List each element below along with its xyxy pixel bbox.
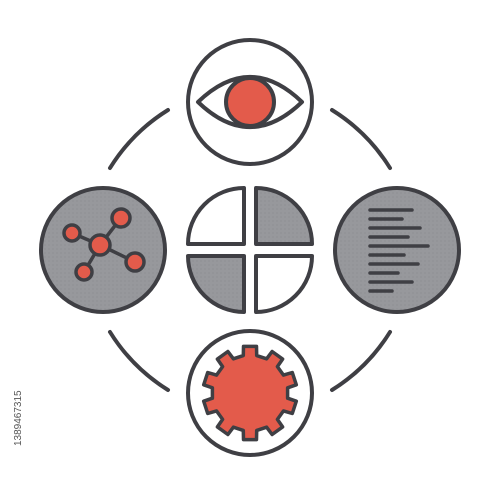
- arc-bottom-right: [330, 330, 392, 392]
- quarter-bottom-right: [254, 254, 314, 314]
- network-node: [74, 262, 94, 282]
- quarter-circle-chart-icon: [186, 186, 314, 314]
- arc-top-left: [108, 108, 170, 170]
- network-icon: [39, 186, 167, 314]
- gear-icon: [186, 329, 314, 457]
- quarter-top-right: [254, 186, 314, 246]
- document-lines-icon: [333, 186, 461, 314]
- stock-image-id: 1389467315: [13, 390, 24, 446]
- quarter-bottom-left: [186, 254, 246, 314]
- eye-icon: [186, 38, 314, 166]
- network-node: [110, 207, 132, 229]
- quarter-top-left: [186, 186, 246, 246]
- arc-top-right: [330, 108, 392, 170]
- network-node: [124, 251, 146, 273]
- arc-bottom-left: [108, 330, 170, 392]
- network-node: [88, 233, 112, 257]
- network-node: [62, 223, 82, 243]
- connector-ring: [108, 108, 392, 392]
